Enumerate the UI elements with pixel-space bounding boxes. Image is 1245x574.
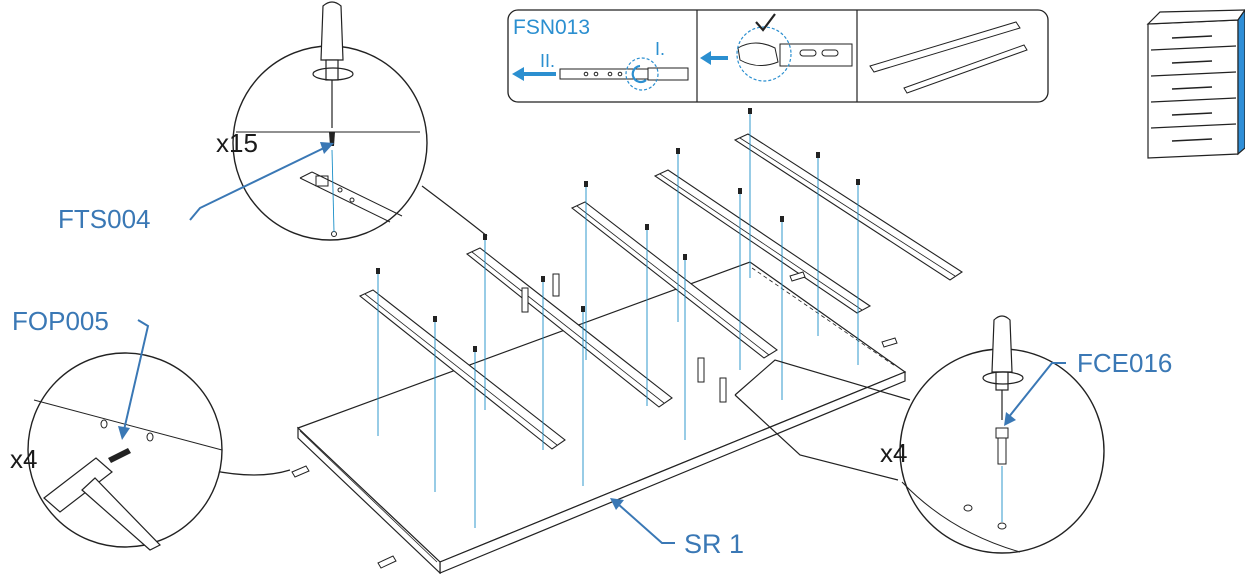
dowel-code-label: FOP005: [12, 306, 109, 336]
screw-detail-magnifier: x15: [216, 1, 488, 241]
magnifier-tail: [421, 185, 488, 237]
magnifier-tail: [209, 469, 291, 476]
screw-guide: [331, 149, 335, 233]
screw-leader-arrow: [320, 142, 334, 154]
separated-rails: [869, 21, 1028, 94]
panel-dowels: [291, 271, 898, 569]
screwdriver-icon: [982, 315, 1024, 420]
release-lever-highlight: [625, 57, 659, 91]
rotate-arrow-icon: [631, 64, 647, 83]
cam-leader-arrow: [1004, 412, 1016, 426]
dowel-hole: [146, 432, 154, 442]
screw-guide-lines: [377, 112, 859, 528]
screw-code-label: FTS004: [58, 204, 151, 234]
dowel-hole: [100, 419, 108, 429]
cam-code-label: FCE016: [1077, 348, 1172, 378]
dowel-quantity: x4: [10, 444, 37, 474]
slide-code-label: FSN013: [513, 16, 590, 39]
checkmark-icon: [755, 13, 776, 32]
dowel-leader-arrow: [118, 426, 130, 440]
drawer-slide: [653, 169, 872, 314]
lever-detail: [737, 42, 853, 67]
dowel-leader-line: [123, 319, 150, 431]
panel-edge: [901, 481, 1021, 553]
drawer-slide: [465, 247, 673, 408]
screwdriver-icon: [312, 1, 354, 128]
slide-instruction-inset: FSN013 II. I.: [507, 9, 1049, 103]
cam-leader-line: [1007, 362, 1066, 419]
panel-leader-line: [617, 503, 675, 544]
push-arrowhead-icon: [700, 51, 711, 65]
step-one-label: I.: [655, 39, 665, 59]
magnifier-tail: [734, 359, 911, 401]
drawer-slide: [570, 201, 778, 359]
pull-arrowhead-icon: [512, 67, 524, 81]
panel-code-label: SR 1: [684, 529, 744, 559]
drawer-slides: [358, 133, 964, 450]
drawer-slide: [358, 289, 566, 450]
cam-hole: [997, 522, 1007, 530]
screw-part: [329, 132, 335, 146]
screw-quantity: x15: [216, 128, 258, 158]
dowel-part: [108, 448, 131, 463]
cam-detail-magnifier: x4: [734, 315, 1105, 554]
dowel-detail-magnifier: x4: [10, 352, 291, 551]
hammer-icon: [43, 457, 162, 551]
cam-quantity: x4: [880, 438, 907, 468]
cam-bolt-part: [995, 427, 1009, 465]
slide-rail-extended: [559, 67, 689, 81]
drawer-slide: [733, 133, 964, 281]
magnifier-tail: [734, 394, 899, 481]
panel-edge: [33, 399, 223, 451]
panel-leader-arrow: [610, 498, 624, 510]
cam-bolts: [521, 273, 727, 403]
cam-hole: [963, 504, 973, 512]
slide-detail: [236, 131, 420, 223]
screw-leader-line: [189, 146, 327, 221]
dresser-icon: [1146, 8, 1245, 159]
screws: [376, 108, 860, 352]
step-two-label: II.: [540, 51, 555, 71]
